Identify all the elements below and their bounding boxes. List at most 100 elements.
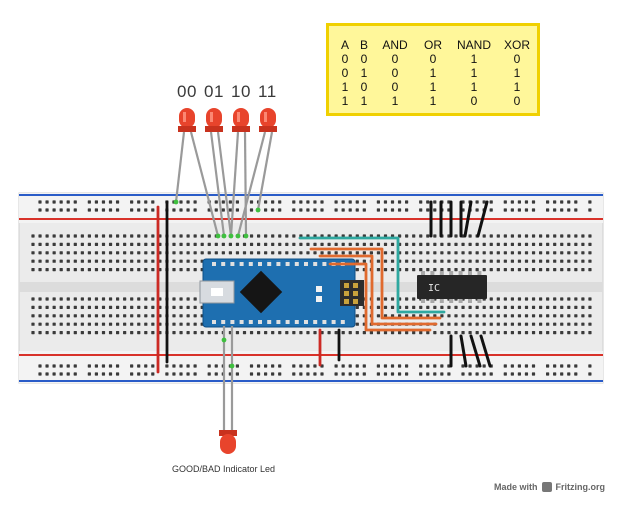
hole [115, 364, 120, 368]
hole [45, 364, 49, 368]
ic-pin [458, 271, 463, 275]
hole [419, 268, 423, 272]
hole [151, 208, 155, 212]
hole [130, 372, 134, 376]
hole [292, 251, 296, 255]
header-a: A [340, 38, 349, 52]
hole [151, 259, 155, 263]
hole [531, 305, 536, 309]
hole [271, 251, 275, 255]
hole [278, 242, 282, 246]
hole [130, 268, 134, 272]
hole [405, 372, 409, 376]
hole [334, 364, 338, 368]
hole [475, 322, 479, 326]
hole [355, 208, 359, 212]
hole [235, 208, 239, 212]
hole [73, 251, 77, 255]
hole [73, 259, 77, 263]
hole [341, 242, 345, 246]
hole [52, 364, 56, 368]
hole [503, 331, 507, 335]
hole [292, 234, 296, 238]
hole [334, 251, 338, 255]
hole [249, 242, 254, 246]
hole [475, 372, 479, 376]
ic-pin [430, 271, 435, 275]
hole [567, 297, 571, 301]
ic-chip: IC [417, 271, 487, 303]
hole [496, 322, 500, 326]
hole [588, 305, 592, 309]
led-body [220, 434, 236, 454]
hole [454, 259, 458, 263]
hole [214, 200, 218, 204]
hole [38, 259, 42, 263]
hole [172, 208, 176, 212]
hole [52, 251, 56, 255]
hole [531, 200, 536, 204]
hole [419, 372, 423, 376]
hole [539, 251, 543, 255]
hole [45, 242, 49, 246]
pin-marker [221, 337, 227, 343]
led-leg [174, 131, 186, 203]
hole [257, 251, 261, 255]
black-bottom-wire [479, 334, 492, 368]
hole [144, 305, 148, 309]
hole [137, 331, 141, 335]
hole [376, 372, 380, 376]
hole [101, 234, 106, 238]
hole [454, 268, 458, 272]
hole [581, 268, 585, 272]
hole [249, 208, 254, 212]
cell: 1 [429, 80, 437, 94]
hole [475, 208, 479, 212]
hole [299, 331, 303, 335]
hole [278, 364, 282, 368]
hole [588, 297, 592, 301]
pin-marker [215, 233, 221, 239]
hole [108, 314, 113, 318]
microcontroller-chip [239, 270, 283, 314]
hole [468, 305, 472, 309]
hole [489, 305, 493, 309]
hole [496, 297, 500, 301]
hole [299, 364, 303, 368]
hole [517, 314, 522, 318]
hole [45, 200, 49, 204]
hole [59, 200, 63, 204]
table-row: 1 1 1 1 0 0 [337, 94, 537, 108]
cell: 1 [513, 80, 521, 94]
ic-label: IC [428, 283, 440, 294]
hole [560, 251, 564, 255]
hole [531, 242, 536, 246]
hole [397, 200, 402, 204]
hole [73, 268, 77, 272]
hole [517, 242, 522, 246]
hole [510, 372, 514, 376]
hole [524, 305, 529, 309]
hole [207, 242, 211, 246]
hole [151, 305, 155, 309]
hole [214, 208, 218, 212]
hole [362, 208, 366, 212]
pin-marker [221, 233, 227, 239]
hole [108, 200, 113, 204]
hole [271, 242, 275, 246]
hole [489, 297, 493, 301]
hole [475, 314, 479, 318]
truth-table-box: A B AND OR NAND XOR 0 0 0 0 1 0 [326, 23, 540, 116]
hole [249, 251, 254, 255]
header-xor: XOR [503, 38, 530, 52]
hole [193, 364, 197, 368]
hole [348, 251, 352, 255]
hole [405, 251, 409, 255]
hole [390, 268, 395, 272]
hole [313, 208, 317, 212]
hole [376, 268, 381, 272]
hole [193, 259, 197, 263]
hole [560, 372, 564, 376]
hole [31, 268, 35, 272]
hole [355, 268, 359, 272]
